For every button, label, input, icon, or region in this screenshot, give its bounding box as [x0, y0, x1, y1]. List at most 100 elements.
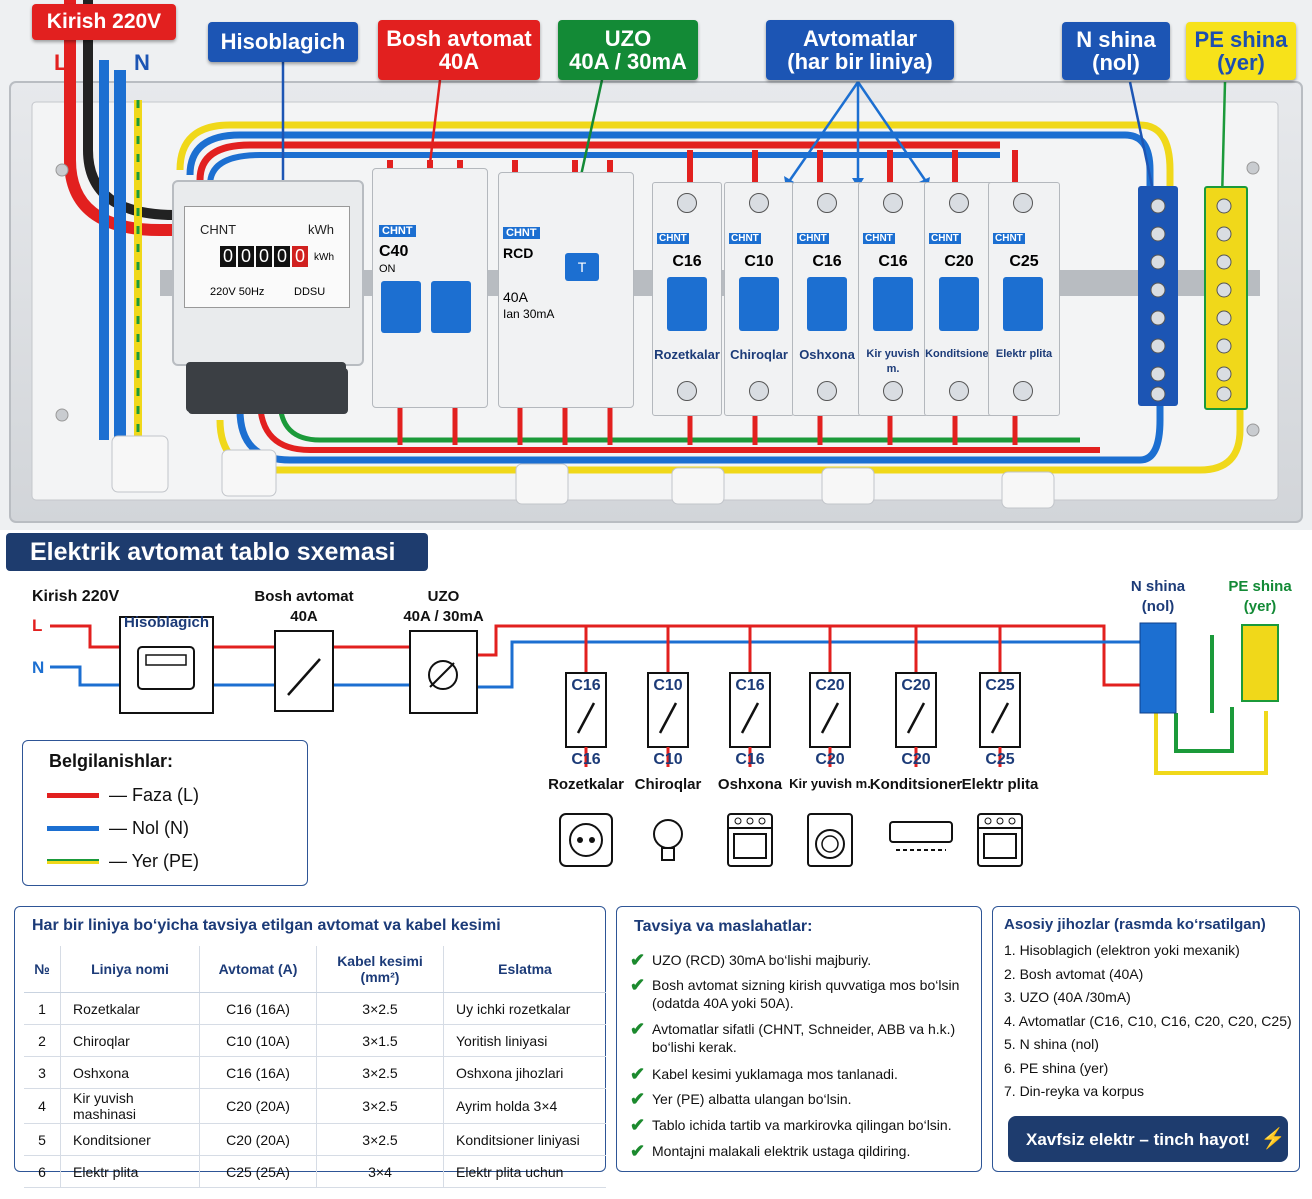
photo-breaker: CHNT C16 Rozetkalar — [652, 182, 722, 416]
circuit-bottom: C25 — [985, 751, 1015, 768]
table-cell: 6 — [24, 1155, 61, 1188]
table-cell: Oshxona jihozlari — [443, 1056, 606, 1089]
tip-text: Tablo ichida tartib va markirovka qiling… — [652, 1117, 952, 1133]
air-conditioner-icon — [888, 812, 953, 868]
breaker-brand: CHNT — [729, 233, 761, 244]
breaker-box — [979, 672, 1021, 748]
pe-bus-tag: PE shina(yer) — [1186, 22, 1296, 80]
breaker-toggle — [739, 277, 779, 331]
equipment-item: 7. Din-reyka va korpus — [1004, 1083, 1145, 1099]
meter-digit: 0 — [220, 246, 236, 267]
table-cell: 3×2.5 — [316, 1123, 444, 1156]
equipment-item: 5. N shina (nol) — [1004, 1036, 1099, 1052]
breaker-label: Konditsioner — [925, 348, 993, 360]
table-cell: 2 — [24, 1024, 61, 1057]
tips-box — [616, 906, 982, 1172]
pe-bus-tag-line2: (yer) — [1217, 50, 1265, 75]
table-cell: Ayrim holda 3×4 — [443, 1088, 606, 1124]
schema-pe-bus-label2: (yer) — [1243, 598, 1277, 615]
circuit-top: C20 — [815, 677, 845, 694]
main-breaker-sub: ON — [379, 263, 396, 275]
circuit-top: C25 — [985, 677, 1015, 694]
schema-N-label: N — [32, 658, 45, 677]
circuit-name: Chiroqlar — [634, 776, 702, 793]
circuit-name: Kir yuvish m. — [789, 776, 871, 791]
table-cell: Elektr plita — [60, 1155, 200, 1188]
breaker-switch — [990, 702, 1010, 734]
meter-brand: CHNT — [200, 222, 237, 237]
schema-main-label2: 40A — [290, 608, 318, 625]
table-cell: 1 — [24, 992, 61, 1025]
photo-breaker: CHNT C10 Chiroqlar — [724, 182, 794, 416]
breaker-brand: CHNT — [993, 233, 1025, 244]
breaker-switch — [906, 702, 926, 734]
tip-item: ✔Yer (PE) albatta ulangan bo‘lsin. — [630, 1090, 970, 1108]
breaker-toggle — [1003, 277, 1043, 331]
pe-bus-tag-line1: PE shina — [1194, 26, 1288, 52]
meter-digit: 0 — [256, 246, 272, 267]
legend-label: — Yer (PE) — [109, 851, 200, 871]
screw-icon — [817, 193, 837, 213]
meter-digit: 0 — [274, 246, 290, 267]
slogan-text: Xavfsiz elektr – tinch hayot! — [1026, 1130, 1250, 1149]
table-cell: Yoritish liniyasi — [443, 1024, 606, 1057]
breaker-brand: CHNT — [797, 233, 829, 244]
tip-text: Kabel kesimi yuklamaga mos tanlanadi. — [652, 1066, 898, 1082]
circuit-top: C16 — [571, 677, 601, 694]
rcd-device: CHNT RCD T 40A Ian 30mA — [498, 172, 634, 408]
screw-icon — [817, 381, 837, 401]
legend-item-phase: — Faza (L) — [47, 785, 199, 806]
main-breaker-toggle — [431, 281, 471, 333]
meter-terminal-block — [186, 362, 346, 412]
tip-text: Montajni malakali elektrik ustaga qildir… — [652, 1143, 911, 1159]
panel-illustration: Kirish 220V L N Hisoblagich Bosh avtomat… — [0, 0, 1312, 530]
circuit-top: C20 — [901, 677, 931, 694]
main-breaker-brand: CHNT — [379, 225, 416, 237]
checkmark-icon: ✔ — [630, 1115, 646, 1135]
schema-drawing — [50, 616, 1279, 775]
breaker-box — [647, 672, 689, 748]
meter-counter: 0 0 0 0 0 — [220, 246, 308, 267]
tip-item: ✔Avtomatlar sifatli (CHNT, Schneider, AB… — [630, 1020, 970, 1056]
circuit-name: Konditsioner — [869, 776, 963, 793]
slogan-banner: Xavfsiz elektr – tinch hayot! ⚡ — [1008, 1116, 1288, 1162]
table-header: Avtomat (A) — [199, 946, 317, 993]
tip-item: ✔Montajni malakali elektrik ustaga qildi… — [630, 1142, 970, 1160]
legend-label: — Faza (L) — [109, 785, 200, 805]
equipment-title: Asosiy jihozlar (rasmda ko‘rsatilgan) — [1004, 916, 1266, 933]
main-breaker-toggle — [381, 281, 421, 333]
circuit-bottom: C16 — [571, 751, 601, 768]
table-cell: Uy ichki rozetkalar — [443, 992, 606, 1025]
breaker-rating: C16 — [812, 253, 842, 270]
lightning-icon: ⚡ — [1260, 1128, 1286, 1150]
breaker-label: Elektr plita — [995, 348, 1053, 360]
equipment-item: 3. UZO (40A /30mA) — [1004, 989, 1131, 1005]
washing-machine-icon — [802, 812, 858, 868]
screw-icon — [749, 193, 769, 213]
circuit-breaker-symbol — [729, 626, 771, 767]
table-cell: C20 (20A) — [199, 1123, 317, 1156]
meter-model: DDSU — [294, 286, 326, 298]
main-breaker-tag-line2: 40A — [438, 49, 480, 74]
circuit-breaker-symbol — [895, 626, 937, 767]
breaker-brand: CHNT — [657, 233, 689, 244]
breakers-tag: Avtomatlar(har bir liniya) — [766, 20, 954, 80]
circuit-top: C16 — [735, 677, 765, 694]
legend-item-earth: — Yer (PE) — [47, 851, 199, 872]
screw-icon — [677, 381, 697, 401]
table-cell: 3×4 — [316, 1155, 444, 1188]
breaker-toggle — [873, 277, 913, 331]
meter-digit: 0 — [238, 246, 254, 267]
rcd-sensitivity: Ian 30mA — [503, 307, 555, 321]
tip-text: Avtomatlar sifatli (CHNT, Schneider, ABB… — [652, 1021, 956, 1055]
checkmark-icon: ✔ — [630, 975, 646, 995]
n-bus-tag-line2: (nol) — [1092, 50, 1140, 75]
table-cell: C10 (10A) — [199, 1024, 317, 1057]
schema-n-bus-label2: (nol) — [1141, 598, 1175, 615]
main-breaker: CHNT C40 ON — [372, 168, 488, 408]
